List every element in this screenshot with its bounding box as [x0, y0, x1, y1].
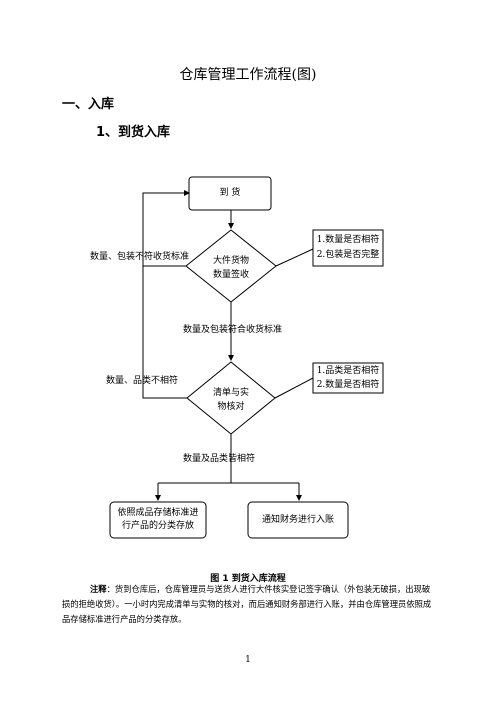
diamond-1-line-2: 数量签收 — [212, 270, 249, 280]
store-box-line-2: 行产品的分类存放 — [121, 521, 194, 531]
diamond-2-line-1: 清单与实 — [212, 388, 249, 398]
figure-note: 注释：货到仓库后，仓库管理员与送货人进行大件核实登记签字确认（外包装无破损，出现… — [62, 582, 434, 627]
feedback-loop-2 — [142, 266, 187, 399]
diamond-1-line-1: 大件货物 — [212, 256, 249, 266]
store-box-label: 依照成品存储标准进 行产品的分类存放 — [110, 507, 206, 533]
subsection-heading: 1、到货入库 — [96, 125, 171, 140]
note-2-line-1: 1.品类是否相符 — [316, 366, 380, 376]
diamond-2-label: 清单与实 物核对 — [187, 386, 275, 414]
note-box-1 — [312, 229, 384, 267]
flowchart — [109, 176, 384, 539]
note-1-text: 1.数量是否相符 2.包装是否完整 — [313, 233, 383, 263]
section-heading: 一、入库 — [62, 97, 115, 112]
note-box-2 — [312, 362, 384, 394]
note-label: 注释 — [90, 584, 107, 594]
finance-box — [247, 501, 349, 539]
diamond-2-line-2: 物核对 — [217, 402, 245, 412]
connector-diamond1-note1 — [275, 248, 314, 267]
finance-box-label: 通知财务进行入账 — [261, 515, 334, 525]
note-text: ：货到仓库后，仓库管理员与送货人进行大件核实登记签字确认（外包装无破损，出现破损… — [62, 584, 432, 624]
figure-caption: 图 1 到货入库流程 — [210, 574, 286, 584]
store-box-line-1: 依照成品存储标准进 — [117, 508, 199, 518]
start-box-label: 到 货 — [219, 188, 241, 198]
page-number: 1 — [245, 655, 251, 665]
note-2-line-2: 2.数量是否相符 — [316, 380, 380, 390]
pass-label-1: 数量及包装符合收货标准 — [183, 325, 283, 335]
store-box — [109, 501, 207, 539]
fail-label-2: 数量、品类不相符 — [106, 376, 179, 386]
pass-label-2: 数量及品类皆相符 — [183, 454, 256, 464]
note-1-line-1: 1.数量是否相符 — [316, 235, 380, 245]
note-2-text: 1.品类是否相符 2.数量是否相符 — [313, 364, 383, 392]
fail-label-1: 数量、包装不符收货标准 — [90, 252, 190, 262]
feedback-loop-1 — [142, 190, 190, 267]
diamond-1-label: 大件货物 数量签收 — [186, 254, 276, 282]
note-1-line-2: 2.包装是否完整 — [316, 250, 380, 260]
connector-diamond2-note2 — [274, 377, 314, 399]
page-title: 仓库管理工作流程(图) — [179, 67, 317, 83]
